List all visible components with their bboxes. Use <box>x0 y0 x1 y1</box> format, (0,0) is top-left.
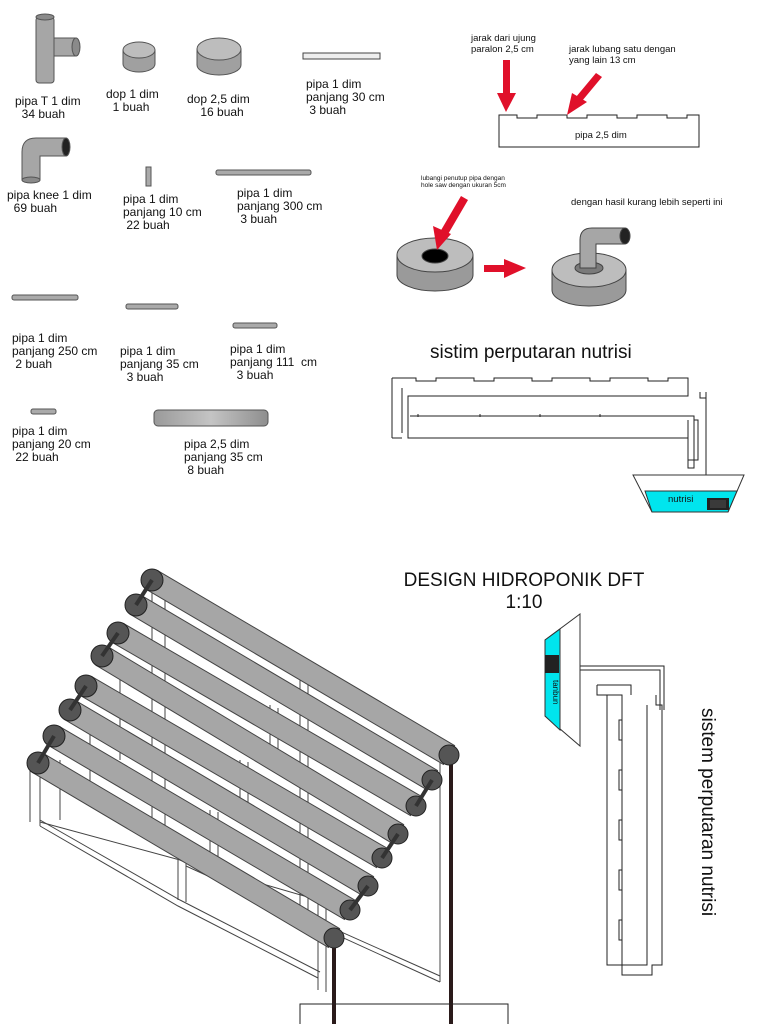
side-tank-label: tanbun <box>551 680 560 705</box>
pipe-300cm-icon <box>215 169 312 176</box>
tube-end-cap <box>323 927 345 949</box>
tube-end-cap <box>438 744 460 766</box>
nutrient-tank-side <box>544 613 581 748</box>
cap-1-inch-icon <box>122 41 156 73</box>
rack-front-drain-pipes <box>299 755 509 1024</box>
circulation-side-diagram <box>560 665 665 976</box>
rack-connector-pipes <box>36 578 434 912</box>
red-arrow-hole-icon <box>433 196 468 250</box>
grow-tube <box>140 568 460 766</box>
pipe-2-5-label: pipa 2,5 dim <box>575 130 627 141</box>
red-arrow-hole-spacing-icon <box>567 73 602 115</box>
cap-2-5-inch-icon <box>196 37 242 76</box>
pipe-250cm-icon <box>11 294 79 301</box>
nutrient-tank-top <box>632 474 745 513</box>
part-label-cap-2-5: dop 2,5 dim 16 buah <box>187 92 250 119</box>
part-label-knee: pipa knee 1 dim 69 buah <box>7 188 92 215</box>
part-label-cap-1: dop 1 dim 1 buah <box>106 87 159 114</box>
part-label-pipe-20: pipa 1 dim panjang 20 cm 22 buah <box>12 424 91 464</box>
pipe-35cm-icon <box>125 303 179 310</box>
pipe-111cm-icon <box>232 322 278 329</box>
pipe-10cm-icon <box>145 166 152 187</box>
part-label-tee: pipa T 1 dim 34 buah <box>15 94 81 121</box>
pipe-2-5-inch-35cm-icon <box>153 409 269 427</box>
pipe-30cm-icon <box>302 52 381 60</box>
grow-tube <box>26 751 345 949</box>
part-label-pipe-10: pipa 1 dim panjang 10 cm 22 buah <box>123 192 202 232</box>
circulation-top-title: sistim perputaran nutrisi <box>430 342 632 363</box>
pump-side-icon <box>545 655 559 673</box>
red-arrow-result-icon <box>484 259 526 278</box>
part-label-pipe-30: pipa 1 dim panjang 30 cm 3 buah <box>306 77 385 117</box>
pipe-knee-icon <box>21 137 71 184</box>
end-distance-label: jarak dari ujung paralon 2,5 cm <box>471 33 536 55</box>
hole-spacing-label: jarak lubang satu dengan yang lain 13 cm <box>569 44 676 66</box>
cap-with-knee-icon <box>551 227 631 307</box>
hydroponic-rack-tubes <box>26 568 460 949</box>
part-label-pipe-35: pipa 1 dim panjang 35 cm 3 buah <box>120 344 199 384</box>
pipe-hole-detail <box>498 114 700 148</box>
cap-result-label: dengan hasil kurang lebih seperti ini <box>571 197 723 208</box>
cap-with-hole-icon <box>396 237 474 292</box>
part-label-pipe-2-5-35: pipa 2,5 dim panjang 35 cm 8 buah <box>184 437 263 477</box>
red-arrow-end-distance-icon <box>497 60 516 112</box>
cap-instruction-label: lubangi penutup pipa dengan hole saw den… <box>421 175 506 189</box>
pipe-20cm-icon <box>30 408 57 415</box>
part-label-pipe-250: pipa 1 dim panjang 250 cm 2 buah <box>12 331 98 371</box>
nutrient-tank-label: nutrisi <box>668 494 694 505</box>
circulation-side-title: sistem perputaran nutrisi <box>697 708 718 917</box>
circulation-top-diagram <box>391 377 707 504</box>
pipe-tee-icon <box>35 13 81 84</box>
part-label-pipe-111: pipa 1 dim panjang 111 cm 3 buah <box>230 342 317 382</box>
part-label-pipe-300: pipa 1 dim panjang 300 cm 3 buah <box>237 186 323 226</box>
design-title: DESIGN HIDROPONIK DFT 1:10 <box>403 570 645 613</box>
